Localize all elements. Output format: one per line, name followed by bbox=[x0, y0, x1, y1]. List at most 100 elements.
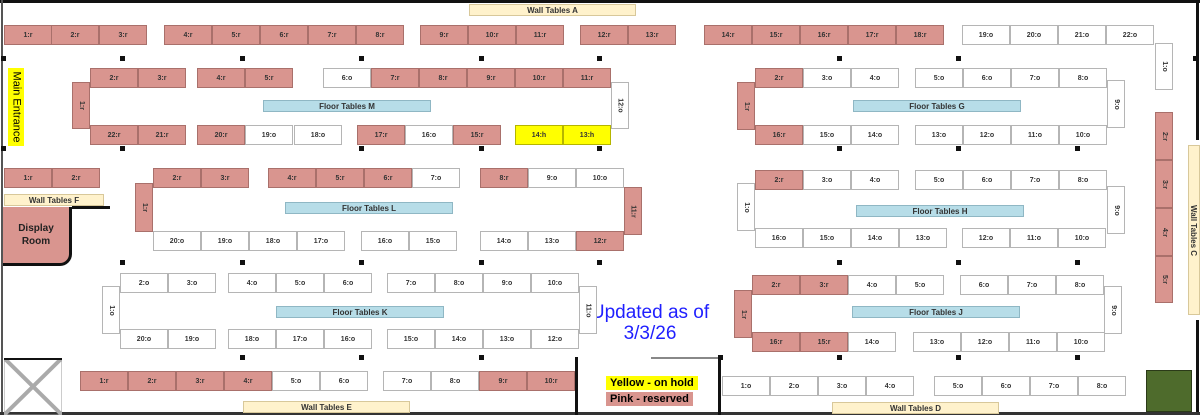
table-floor-j-4[interactable]: 4:o bbox=[848, 275, 896, 295]
table-wall-e-8[interactable]: 8:o bbox=[431, 371, 479, 391]
table-floor-h-10[interactable]: 10:o bbox=[1058, 228, 1106, 248]
table-floor-h-12[interactable]: 12:o bbox=[962, 228, 1010, 248]
table-wall-e-9[interactable]: 9:r bbox=[479, 371, 527, 391]
table-floor-m-16[interactable]: 16:o bbox=[405, 125, 453, 145]
table-wall-a-20[interactable]: 20:o bbox=[1010, 25, 1058, 45]
table-floor-k-18[interactable]: 18:o bbox=[228, 329, 276, 349]
table-floor-m-22[interactable]: 22:r bbox=[90, 125, 138, 145]
table-floor-m-1[interactable]: 1:r bbox=[72, 82, 90, 129]
table-floor-k-14[interactable]: 14:o bbox=[435, 329, 483, 349]
table-floor-g-10[interactable]: 10:o bbox=[1059, 125, 1107, 145]
table-wall-d-4[interactable]: 4:o bbox=[866, 376, 914, 396]
table-wall-f-1[interactable]: 1:r bbox=[4, 168, 52, 188]
table-floor-m-11[interactable]: 11:r bbox=[563, 68, 611, 88]
table-floor-m-5[interactable]: 5:r bbox=[245, 68, 293, 88]
table-floor-k-17[interactable]: 17:o bbox=[276, 329, 324, 349]
table-floor-h-3[interactable]: 3:o bbox=[803, 170, 851, 190]
table-wall-c-2[interactable]: 2:r bbox=[1155, 112, 1173, 160]
table-floor-h-1[interactable]: 1:o bbox=[737, 183, 755, 231]
table-floor-m-6[interactable]: 6:o bbox=[323, 68, 371, 88]
table-floor-k-20[interactable]: 20:o bbox=[120, 329, 168, 349]
table-floor-g-16[interactable]: 16:r bbox=[755, 125, 803, 145]
table-floor-g-9[interactable]: 9:o bbox=[1107, 80, 1125, 128]
table-floor-h-15[interactable]: 15:o bbox=[803, 228, 851, 248]
table-floor-g-7[interactable]: 7:o bbox=[1011, 68, 1059, 88]
table-floor-g-6[interactable]: 6:o bbox=[963, 68, 1011, 88]
table-floor-j-1[interactable]: 1:r bbox=[734, 290, 752, 338]
table-floor-m-15[interactable]: 15:r bbox=[453, 125, 501, 145]
table-floor-m-9[interactable]: 9:r bbox=[467, 68, 515, 88]
table-floor-j-7[interactable]: 7:o bbox=[1008, 275, 1056, 295]
table-wall-e-4[interactable]: 4:r bbox=[224, 371, 272, 391]
table-floor-h-9[interactable]: 9:o bbox=[1107, 186, 1125, 234]
table-floor-h-2[interactable]: 2:r bbox=[755, 170, 803, 190]
table-wall-e-7[interactable]: 7:o bbox=[383, 371, 431, 391]
table-floor-m-7[interactable]: 7:r bbox=[371, 68, 419, 88]
table-wall-d-5[interactable]: 5:o bbox=[934, 376, 982, 396]
table-floor-l-7[interactable]: 7:o bbox=[412, 168, 460, 188]
table-floor-k-9[interactable]: 9:o bbox=[483, 273, 531, 293]
table-wall-a-8[interactable]: 8:r bbox=[356, 25, 404, 45]
table-floor-m-10[interactable]: 10:r bbox=[515, 68, 563, 88]
table-floor-l-16[interactable]: 16:o bbox=[361, 231, 409, 251]
table-floor-m-17[interactable]: 17:r bbox=[357, 125, 405, 145]
table-floor-k-3[interactable]: 3:o bbox=[168, 273, 216, 293]
table-floor-h-5[interactable]: 5:o bbox=[915, 170, 963, 190]
table-floor-m-21[interactable]: 21:r bbox=[138, 125, 186, 145]
table-wall-e-5[interactable]: 5:o bbox=[272, 371, 320, 391]
table-wall-a-21[interactable]: 21:o bbox=[1058, 25, 1106, 45]
table-floor-k-7[interactable]: 7:o bbox=[387, 273, 435, 293]
table-wall-a-5[interactable]: 5:r bbox=[212, 25, 260, 45]
table-wall-a-22[interactable]: 22:o bbox=[1106, 25, 1154, 45]
table-wall-a-4[interactable]: 4:r bbox=[164, 25, 212, 45]
table-floor-g-5[interactable]: 5:o bbox=[915, 68, 963, 88]
table-floor-g-1[interactable]: 1:r bbox=[737, 82, 755, 130]
table-floor-m-14[interactable]: 14:h bbox=[515, 125, 563, 145]
table-floor-k-11[interactable]: 11:o bbox=[579, 286, 597, 334]
table-wall-c-3[interactable]: 3:r bbox=[1155, 160, 1173, 208]
table-floor-m-13[interactable]: 13:h bbox=[563, 125, 611, 145]
table-wall-c-4[interactable]: 4:r bbox=[1155, 208, 1173, 256]
table-floor-j-3[interactable]: 3:r bbox=[800, 275, 848, 295]
table-floor-l-14[interactable]: 14:o bbox=[480, 231, 528, 251]
table-wall-a-17[interactable]: 17:r bbox=[848, 25, 896, 45]
table-floor-g-3[interactable]: 3:o bbox=[803, 68, 851, 88]
table-floor-h-8[interactable]: 8:o bbox=[1059, 170, 1107, 190]
table-floor-l-2[interactable]: 2:r bbox=[153, 168, 201, 188]
table-floor-j-13[interactable]: 13:o bbox=[913, 332, 961, 352]
table-floor-m-2[interactable]: 2:r bbox=[90, 68, 138, 88]
table-floor-g-8[interactable]: 8:o bbox=[1059, 68, 1107, 88]
table-floor-j-12[interactable]: 12:o bbox=[961, 332, 1009, 352]
table-wall-d-7[interactable]: 7:o bbox=[1030, 376, 1078, 396]
table-floor-k-5[interactable]: 5:o bbox=[276, 273, 324, 293]
table-floor-l-4[interactable]: 4:r bbox=[268, 168, 316, 188]
table-floor-j-2[interactable]: 2:r bbox=[752, 275, 800, 295]
table-wall-a-11[interactable]: 11:r bbox=[516, 25, 564, 45]
table-floor-j-8[interactable]: 8:o bbox=[1056, 275, 1104, 295]
table-floor-l-12[interactable]: 12:r bbox=[576, 231, 624, 251]
table-floor-g-4[interactable]: 4:o bbox=[851, 68, 899, 88]
table-wall-a-12[interactable]: 12:r bbox=[580, 25, 628, 45]
table-floor-m-4[interactable]: 4:r bbox=[197, 68, 245, 88]
table-wall-a-1[interactable]: 1:r bbox=[4, 25, 52, 45]
table-wall-a-7[interactable]: 7:r bbox=[308, 25, 356, 45]
table-floor-j-10[interactable]: 10:o bbox=[1057, 332, 1105, 352]
table-floor-j-5[interactable]: 5:o bbox=[896, 275, 944, 295]
table-floor-l-9[interactable]: 9:o bbox=[528, 168, 576, 188]
table-wall-c-5[interactable]: 5:r bbox=[1155, 256, 1173, 303]
table-wall-a-10[interactable]: 10:r bbox=[468, 25, 516, 45]
table-wall-e-10[interactable]: 10:r bbox=[527, 371, 575, 391]
table-floor-h-11[interactable]: 11:o bbox=[1010, 228, 1058, 248]
table-floor-k-4[interactable]: 4:o bbox=[228, 273, 276, 293]
table-wall-d-8[interactable]: 8:o bbox=[1078, 376, 1126, 396]
table-wall-a-6[interactable]: 6:r bbox=[260, 25, 308, 45]
table-wall-a-2[interactable]: 2:r bbox=[51, 25, 99, 45]
table-wall-a-9[interactable]: 9:r bbox=[420, 25, 468, 45]
table-floor-h-6[interactable]: 6:o bbox=[963, 170, 1011, 190]
table-floor-g-15[interactable]: 15:o bbox=[803, 125, 851, 145]
table-floor-l-19[interactable]: 19:o bbox=[201, 231, 249, 251]
table-floor-m-8[interactable]: 8:r bbox=[419, 68, 467, 88]
table-floor-h-7[interactable]: 7:o bbox=[1011, 170, 1059, 190]
table-floor-j-6[interactable]: 6:o bbox=[960, 275, 1008, 295]
table-floor-h-13[interactable]: 13:o bbox=[899, 228, 947, 248]
